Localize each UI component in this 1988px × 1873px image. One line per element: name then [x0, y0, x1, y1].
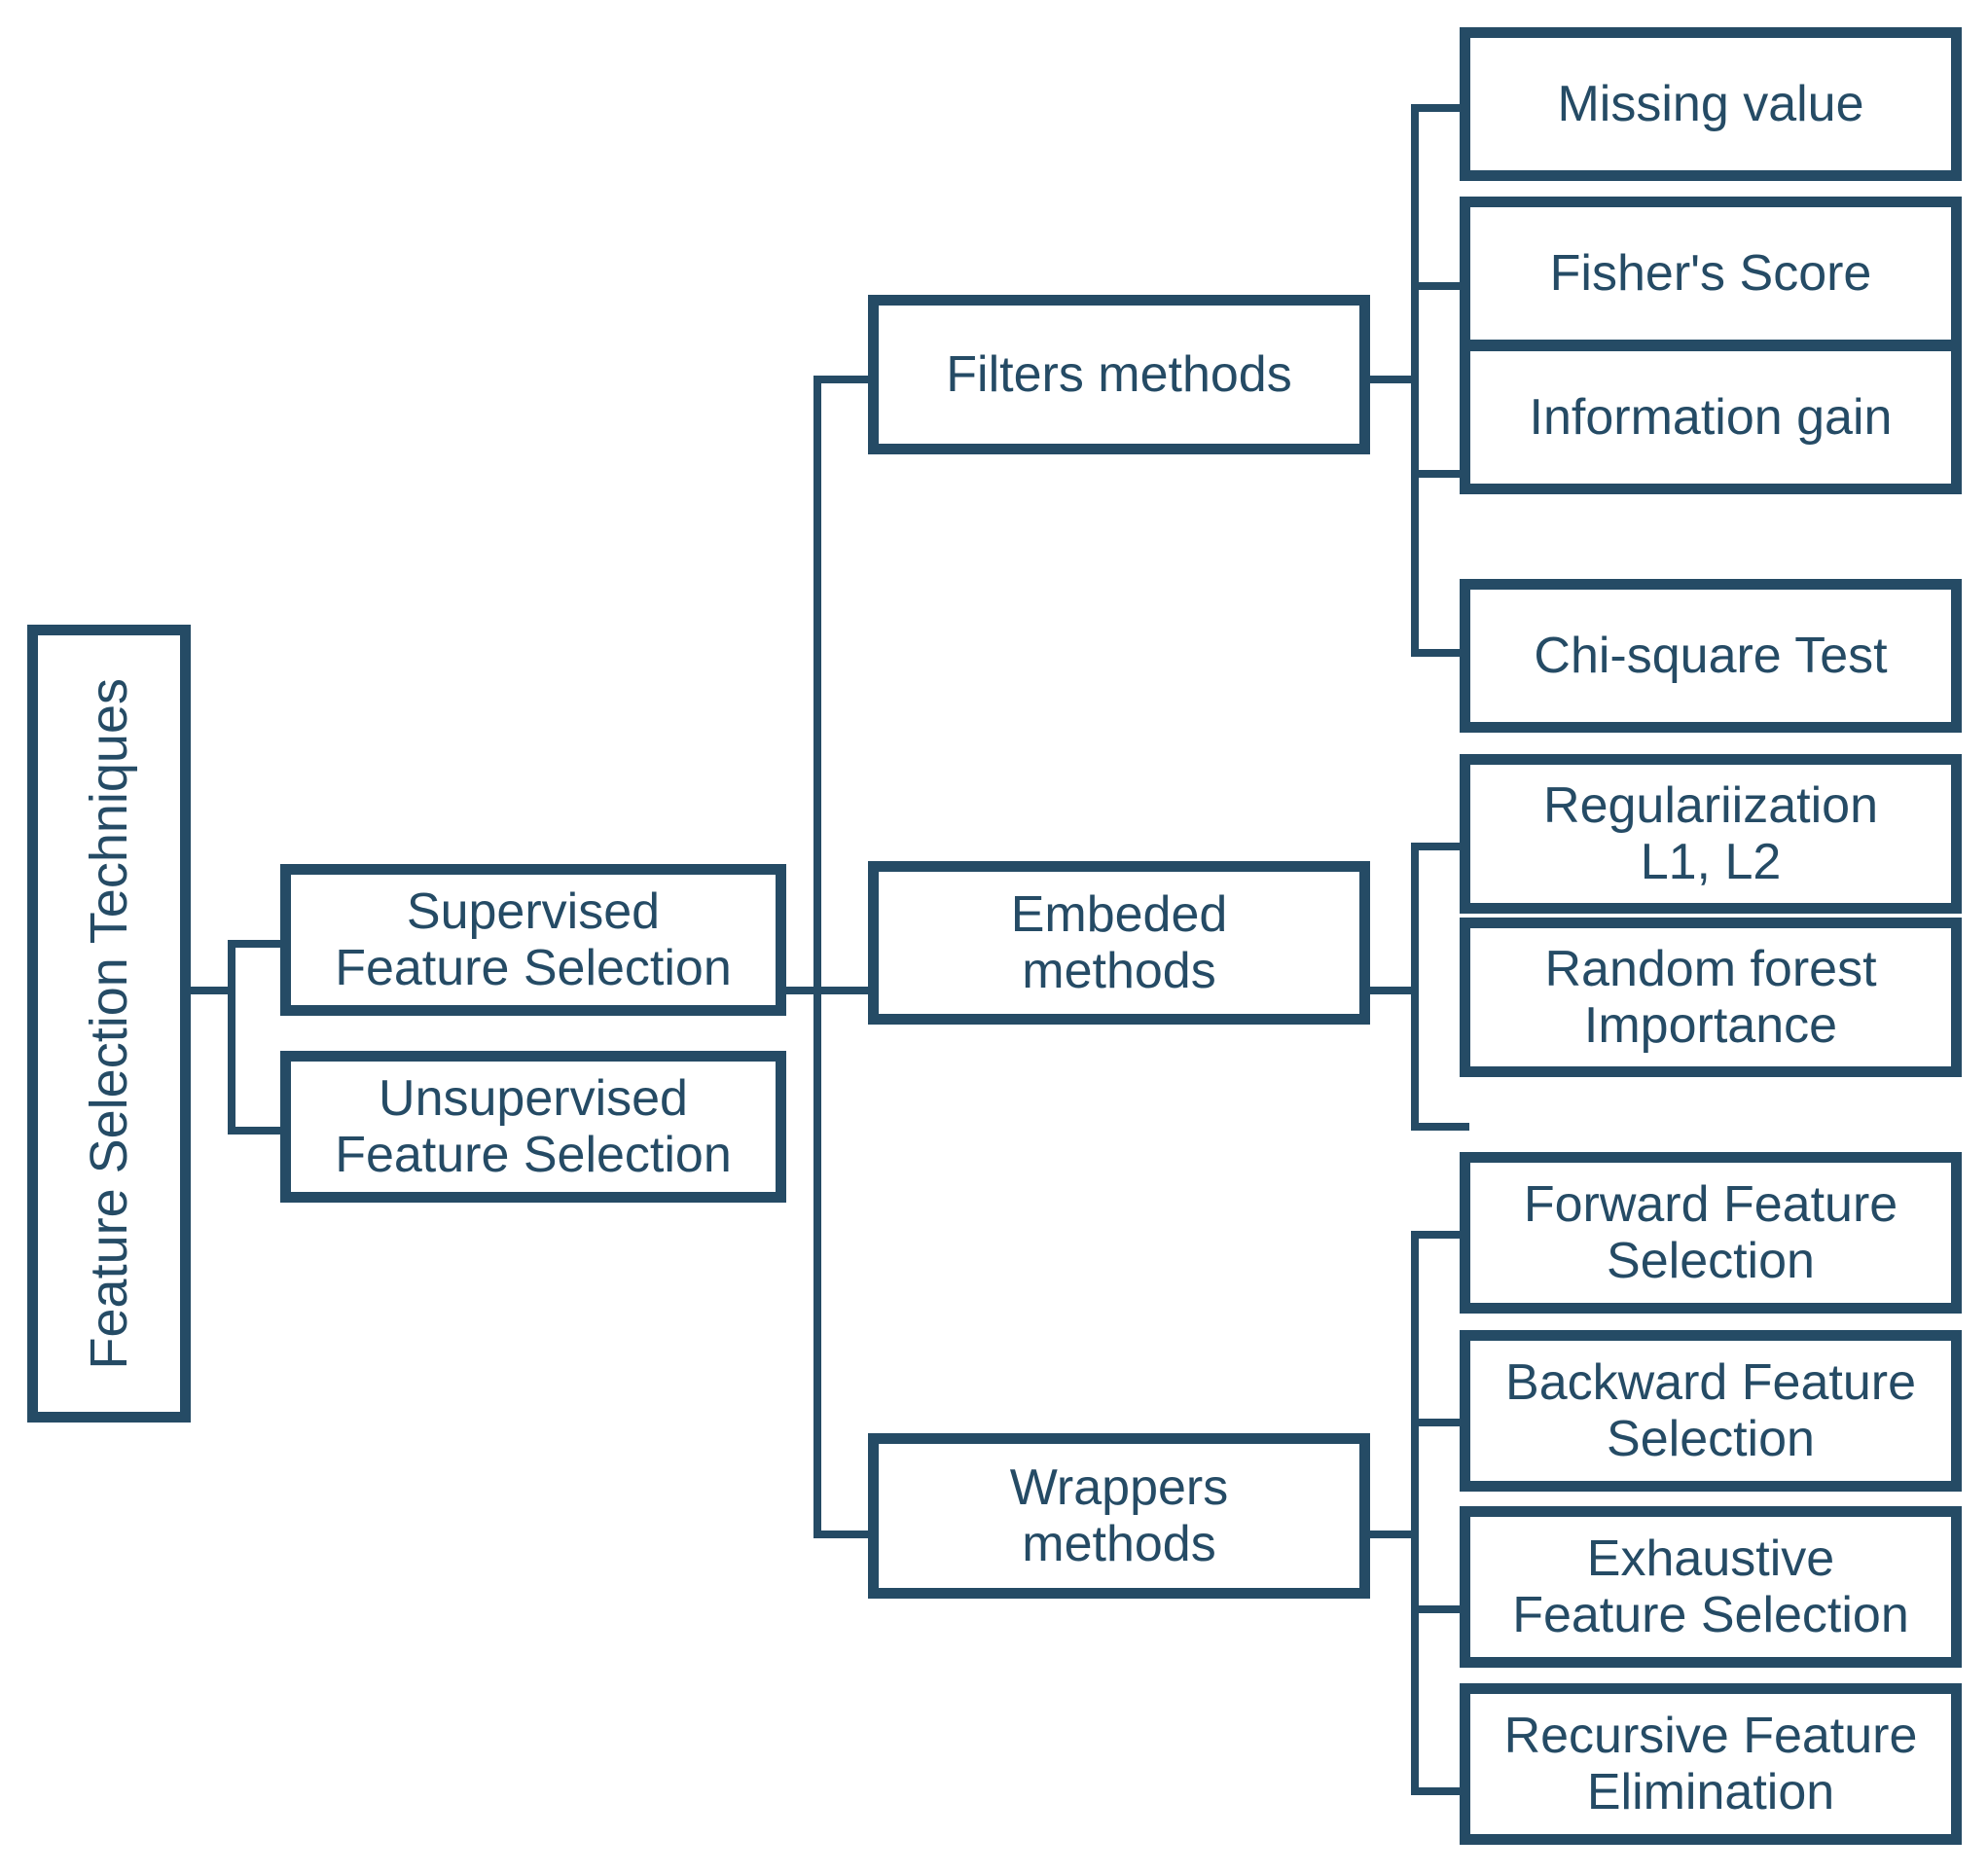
- connector-to-backward-feature: [1411, 1419, 1469, 1426]
- node-label: Forward Feature Selection: [1523, 1175, 1898, 1289]
- connector-to-embeded: [813, 987, 872, 994]
- node-label: Random forest Importance: [1544, 940, 1877, 1054]
- node-fishers-score[interactable]: Fisher's Score: [1460, 197, 1962, 350]
- connector-to-forward-feature: [1411, 1231, 1469, 1239]
- node-label: Information gain: [1529, 388, 1893, 446]
- node-label: Regulariization L1, L2: [1543, 776, 1878, 890]
- node-forward-feature-selection[interactable]: Forward Feature Selection: [1460, 1152, 1962, 1314]
- connector-to-wrappers: [813, 1531, 872, 1538]
- node-random-forest-importance[interactable]: Random forest Importance: [1460, 918, 1962, 1077]
- node-chi-square-test[interactable]: Chi-square Test: [1460, 579, 1962, 733]
- node-unsupervised-feature-selection[interactable]: Unsupervised Feature Selection: [280, 1051, 786, 1203]
- connector-filters-bus: [1411, 104, 1419, 657]
- node-missing-value[interactable]: Missing value: [1460, 27, 1962, 181]
- node-label: Fisher's Score: [1549, 244, 1872, 302]
- connector-wrappers-bus: [1411, 1231, 1419, 1795]
- node-label: Missing value: [1557, 75, 1864, 132]
- connector-to-unsupervised: [228, 1127, 286, 1135]
- node-root-feature-selection-techniques[interactable]: Feature Selection Techniques: [27, 625, 191, 1423]
- node-recursive-feature-elimination[interactable]: Recursive Feature Elimination: [1460, 1683, 1962, 1845]
- node-label: Backward Feature Selection: [1505, 1353, 1916, 1467]
- node-backward-feature-selection[interactable]: Backward Feature Selection: [1460, 1330, 1962, 1492]
- connector-to-chi-square-test: [1411, 649, 1469, 657]
- connector-level1-bus: [228, 940, 235, 1135]
- connector-to-filters: [813, 376, 872, 383]
- connector-to-supervised: [228, 940, 286, 948]
- connector-to-fishers-score: [1411, 282, 1469, 290]
- node-label: Embeded methods: [1010, 885, 1228, 999]
- node-supervised-feature-selection[interactable]: Supervised Feature Selection: [280, 864, 786, 1016]
- node-embeded-methods[interactable]: Embeded methods: [868, 861, 1370, 1025]
- connector-root-stub: [189, 987, 235, 994]
- connector-wrappers-stub: [1360, 1531, 1419, 1538]
- node-label: Unsupervised Feature Selection: [335, 1069, 732, 1183]
- connector-to-exhaustive-feature: [1411, 1605, 1469, 1613]
- node-label: Wrappers methods: [1009, 1459, 1229, 1572]
- node-exhaustive-feature-selection[interactable]: Exhaustive Feature Selection: [1460, 1506, 1962, 1668]
- connector-to-random-forest: [1411, 1123, 1469, 1131]
- node-filters-methods[interactable]: Filters methods: [868, 295, 1370, 454]
- connector-to-information-gain: [1411, 470, 1469, 478]
- node-information-gain[interactable]: Information gain: [1460, 341, 1962, 494]
- connector-to-regularization: [1411, 843, 1469, 850]
- connector-level2-bus: [813, 376, 821, 1538]
- node-label: Exhaustive Feature Selection: [1512, 1530, 1909, 1643]
- node-label: Feature Selection Techniques: [79, 677, 138, 1370]
- connector-embeded-stub: [1360, 987, 1419, 994]
- node-label: Recursive Feature Elimination: [1503, 1707, 1918, 1820]
- connector-embeded-bus: [1411, 843, 1419, 1131]
- node-label: Supervised Feature Selection: [335, 882, 732, 996]
- node-label: Chi-square Test: [1534, 627, 1888, 684]
- connector-to-missing-value: [1411, 104, 1469, 112]
- connector-filters-stub: [1360, 376, 1419, 383]
- node-regularization-l1-l2[interactable]: Regulariization L1, L2: [1460, 754, 1962, 914]
- node-wrappers-methods[interactable]: Wrappers methods: [868, 1433, 1370, 1599]
- node-label: Filters methods: [946, 345, 1292, 403]
- connector-to-recursive-feature: [1411, 1787, 1469, 1795]
